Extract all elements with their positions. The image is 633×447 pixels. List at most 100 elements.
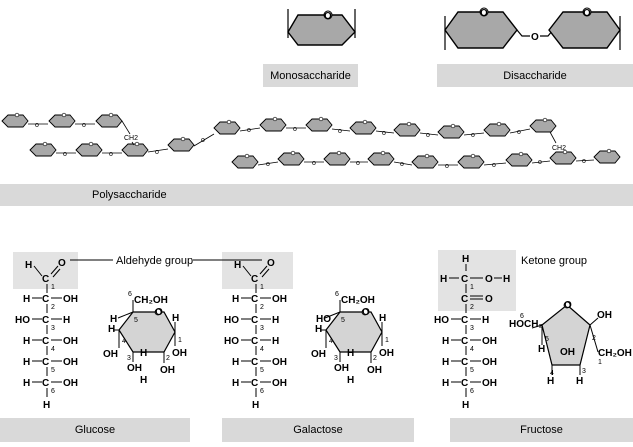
svg-text:3: 3 — [51, 325, 55, 332]
svg-text:2: 2 — [166, 355, 170, 362]
svg-text:HO: HO — [316, 314, 331, 325]
svg-text:H: H — [232, 357, 239, 368]
svg-text:C: C — [461, 274, 468, 285]
svg-text:o: o — [155, 149, 159, 156]
svg-text:o: o — [312, 160, 316, 167]
glucose-label: Glucose — [74, 424, 116, 436]
svg-text:5: 5 — [545, 336, 549, 343]
svg-text:OH: OH — [172, 348, 187, 359]
svg-text:4: 4 — [260, 346, 264, 353]
svg-text:3: 3 — [334, 355, 338, 362]
svg-text:H: H — [23, 378, 30, 389]
svg-text:C: C — [461, 315, 468, 326]
svg-text:CH₂OH: CH₂OH — [134, 295, 168, 306]
svg-text:o: o — [293, 126, 297, 133]
svg-text:o: o — [63, 151, 67, 158]
svg-text:6: 6 — [335, 291, 339, 298]
fructose-ring-structure: O 6 HOCH₂ 5 H OH 2 CH₂OH 1 H 4 OH H 3 — [509, 300, 632, 387]
svg-text:HO: HO — [224, 336, 239, 347]
svg-text:OH: OH — [63, 294, 78, 305]
svg-text:H: H — [25, 260, 32, 271]
svg-text:6: 6 — [51, 388, 55, 395]
svg-text:OH: OH — [127, 363, 142, 374]
svg-text:C: C — [251, 294, 258, 305]
svg-text:4: 4 — [51, 346, 55, 353]
svg-text:H: H — [272, 315, 279, 326]
svg-text:HOCH₂: HOCH₂ — [509, 319, 543, 330]
svg-text:1: 1 — [260, 284, 264, 291]
svg-text:4: 4 — [329, 338, 333, 345]
svg-text:H: H — [379, 313, 386, 324]
svg-text:OH: OH — [160, 365, 175, 376]
svg-text:H: H — [547, 376, 554, 387]
galactose-aldehyde-highlight — [222, 252, 293, 289]
svg-text:3: 3 — [470, 325, 474, 332]
svg-text:H: H — [23, 357, 30, 368]
svg-text:H: H — [482, 315, 489, 326]
svg-text:OH: OH — [482, 336, 497, 347]
polysaccharide-branch-right-ch2: CH2 — [552, 145, 566, 152]
svg-text:2: 2 — [51, 304, 55, 311]
svg-text:CH₂OH: CH₂OH — [341, 295, 375, 306]
svg-text:6: 6 — [260, 388, 264, 395]
svg-text:1: 1 — [470, 284, 474, 291]
svg-text:H: H — [140, 348, 147, 359]
svg-text:5: 5 — [470, 367, 474, 374]
svg-text:C: C — [42, 336, 49, 347]
svg-text:C: C — [461, 294, 468, 305]
svg-text:O: O — [58, 258, 66, 269]
galactose-linear-structure: H C O 1 H C OH2 HO C H3 HO C H4 H C OH5 … — [224, 258, 287, 411]
svg-text:OH: OH — [482, 357, 497, 368]
svg-text:3: 3 — [582, 368, 586, 375]
svg-text:C: C — [42, 274, 49, 285]
svg-text:C: C — [461, 336, 468, 347]
svg-text:H: H — [43, 400, 50, 411]
svg-text:o: o — [382, 130, 386, 137]
galactose-ring-structure: O 6 CH₂OH 5 HO H OH 1 4 H OH OH 3 OH 2 H… — [311, 291, 394, 386]
galactose-label: Galactose — [293, 424, 343, 436]
svg-text:H: H — [63, 315, 70, 326]
svg-text:1: 1 — [385, 337, 389, 344]
galactose-label-band: Galactose — [222, 418, 414, 442]
svg-text:H: H — [252, 400, 259, 411]
svg-text:H: H — [462, 254, 469, 265]
ketone-group-label: Ketone group — [521, 255, 587, 267]
svg-text:OH: OH — [63, 336, 78, 347]
svg-text:H: H — [315, 324, 322, 335]
disaccharide-right-ring: O — [548, 7, 621, 50]
svg-text:6: 6 — [128, 291, 132, 298]
svg-text:6: 6 — [520, 313, 524, 320]
svg-text:H: H — [272, 336, 279, 347]
svg-text:1: 1 — [51, 284, 55, 291]
svg-text:o: o — [400, 161, 404, 168]
svg-text:H: H — [108, 324, 115, 335]
svg-text:H: H — [576, 376, 583, 387]
svg-text:C: C — [251, 336, 258, 347]
disaccharide-label: Disaccharide — [503, 69, 567, 82]
svg-text:C: C — [251, 274, 258, 285]
svg-text:o: o — [426, 132, 430, 139]
svg-text:O: O — [564, 300, 572, 311]
svg-text:C: C — [42, 315, 49, 326]
svg-text:HO: HO — [224, 315, 239, 326]
svg-text:H: H — [23, 294, 30, 305]
svg-text:OH: OH — [63, 378, 78, 389]
glycosidic-bond-left — [516, 29, 530, 37]
svg-text:C: C — [42, 294, 49, 305]
disaccharide-linkage-oxygen: O — [531, 32, 539, 43]
svg-text:OH: OH — [367, 365, 382, 376]
svg-text:o: o — [517, 129, 521, 136]
svg-text:OH: OH — [482, 378, 497, 389]
svg-text:OH: OH — [334, 363, 349, 374]
fructose-label: Fructose — [520, 424, 563, 436]
svg-text:O: O — [267, 258, 275, 269]
svg-text:o: o — [109, 151, 113, 158]
svg-text:H: H — [442, 357, 449, 368]
svg-text:HO: HO — [434, 315, 449, 326]
svg-text:O: O — [155, 307, 163, 318]
polysaccharide-chain: o o CH2 o o o o o o o — [1, 112, 621, 170]
svg-text:C: C — [251, 357, 258, 368]
svg-text:H: H — [172, 313, 179, 324]
svg-text:C: C — [251, 378, 258, 389]
svg-text:OH: OH — [103, 349, 118, 360]
